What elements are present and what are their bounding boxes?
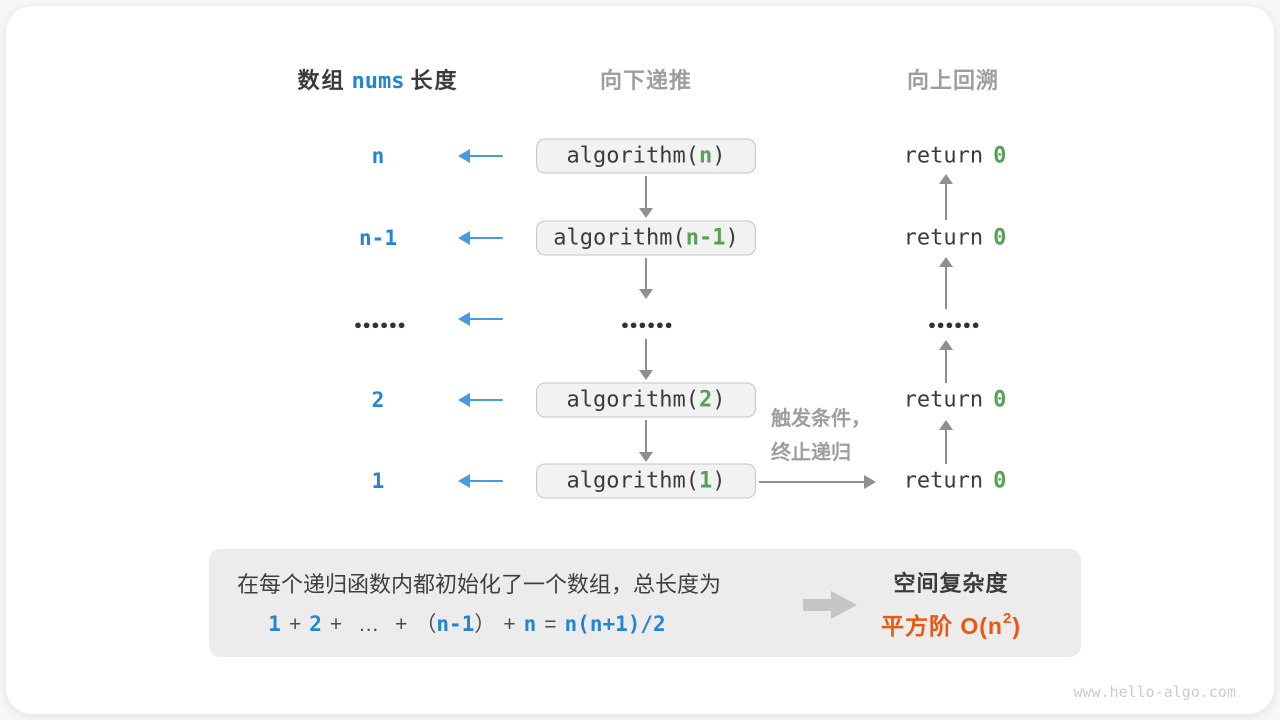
header-array-prefix: 数组: [297, 68, 346, 93]
formula-term: n: [523, 612, 537, 636]
call-arg: 2: [698, 387, 713, 413]
call-text: algorithm(: [566, 468, 699, 494]
left-arrow-icon: [458, 231, 503, 245]
block-arrow-icon: [803, 591, 857, 619]
formula-term: 1: [268, 612, 281, 636]
summary-formula: 1 +2 + … + （n-1） + n = n(n+1)/2: [268, 608, 665, 638]
right-arrow-icon: [759, 475, 876, 489]
call-box-algorithm-n-1: algorithm(n-1): [536, 220, 756, 256]
call-text: ): [712, 468, 726, 494]
up-arrow-icon: [939, 420, 953, 464]
complexity-prefix: 平方阶 O(n: [880, 613, 1003, 639]
down-arrow-icon: [639, 176, 653, 218]
down-arrow-icon: [639, 420, 653, 462]
return-value: 0: [993, 468, 1007, 494]
call-text: ): [725, 225, 739, 251]
return-value: 0: [993, 225, 1007, 251]
header-backtrack-up: 向上回溯: [906, 68, 1000, 93]
call-box-algorithm-2: algorithm(2): [536, 382, 756, 418]
call-ellipsis: ••••••: [619, 316, 674, 336]
summary-box: 在每个递归函数内都初始化了一个数组，总长度为 1 +2 + … + （n-1） + n = n(n…: [209, 549, 1081, 657]
down-arrow-icon: [639, 339, 653, 380]
call-arg: n: [698, 143, 713, 169]
formula-operator: +: [503, 613, 516, 636]
up-arrow-icon: [939, 174, 953, 220]
length-label-2: 2: [371, 388, 385, 412]
return-keyword: return: [903, 387, 984, 413]
call-text: ): [712, 143, 726, 169]
left-arrow-icon: [458, 312, 503, 326]
call-text: algorithm(: [566, 143, 699, 169]
formula-result: n(n+1)/2: [564, 612, 666, 636]
left-arrow-icon: [458, 393, 503, 407]
length-label-1: 1: [371, 469, 385, 493]
complexity-title: 空间复杂度: [893, 571, 1009, 596]
call-arg: n-1: [685, 225, 726, 251]
return-label: return 0: [904, 469, 1007, 494]
complexity-close: ): [1012, 613, 1022, 639]
complexity-exponent: 2: [1002, 610, 1013, 628]
formula-operator: +: [395, 613, 408, 636]
header-recurse-down: 向下递推: [599, 68, 693, 93]
return-keyword: return: [903, 225, 984, 251]
annotation-line1: 触发条件，: [771, 408, 871, 430]
up-arrow-icon: [939, 340, 953, 383]
return-keyword: return: [903, 143, 984, 169]
header-array-suffix: 长度: [410, 68, 459, 93]
length-label-n-1: n-1: [359, 226, 397, 250]
left-arrow-icon: [458, 149, 503, 163]
return-label: return 0: [904, 388, 1007, 413]
formula-ellipsis: …: [358, 613, 380, 636]
complexity-value: 平方阶 O(n2): [881, 607, 1021, 641]
return-label: return 0: [904, 226, 1007, 251]
header-array-code: nums: [351, 69, 405, 94]
watermark: www.hello-algo.com: [1073, 683, 1236, 701]
formula-paren: （: [415, 612, 437, 636]
return-ellipsis: ••••••: [926, 316, 981, 336]
return-label: return 0: [904, 144, 1007, 169]
left-arrow-icon: [458, 474, 503, 488]
formula-operator: +: [329, 613, 343, 636]
down-arrow-icon: [639, 258, 653, 299]
call-box-algorithm-1: algorithm(1): [536, 463, 756, 499]
length-ellipsis: ••••••: [352, 316, 407, 336]
call-box-algorithm-n: algorithm(n): [536, 138, 756, 174]
annotation-line2: 终止递归: [771, 442, 851, 464]
return-value: 0: [993, 387, 1007, 413]
formula-operator: +: [288, 613, 302, 636]
return-keyword: return: [903, 468, 984, 494]
summary-description: 在每个递归函数内都初始化了一个数组，总长度为: [236, 572, 722, 597]
formula-term: 2: [309, 612, 322, 636]
call-text: algorithm(: [566, 387, 699, 413]
formula-paren: ）: [474, 612, 496, 636]
length-label-n: n: [371, 144, 385, 168]
call-text: algorithm(: [553, 225, 686, 251]
call-text: ): [712, 387, 726, 413]
formula-term: n-1: [436, 612, 475, 636]
call-arg: 1: [698, 468, 713, 494]
up-arrow-icon: [939, 257, 953, 309]
formula-operator: =: [544, 613, 557, 636]
return-value: 0: [993, 143, 1007, 169]
